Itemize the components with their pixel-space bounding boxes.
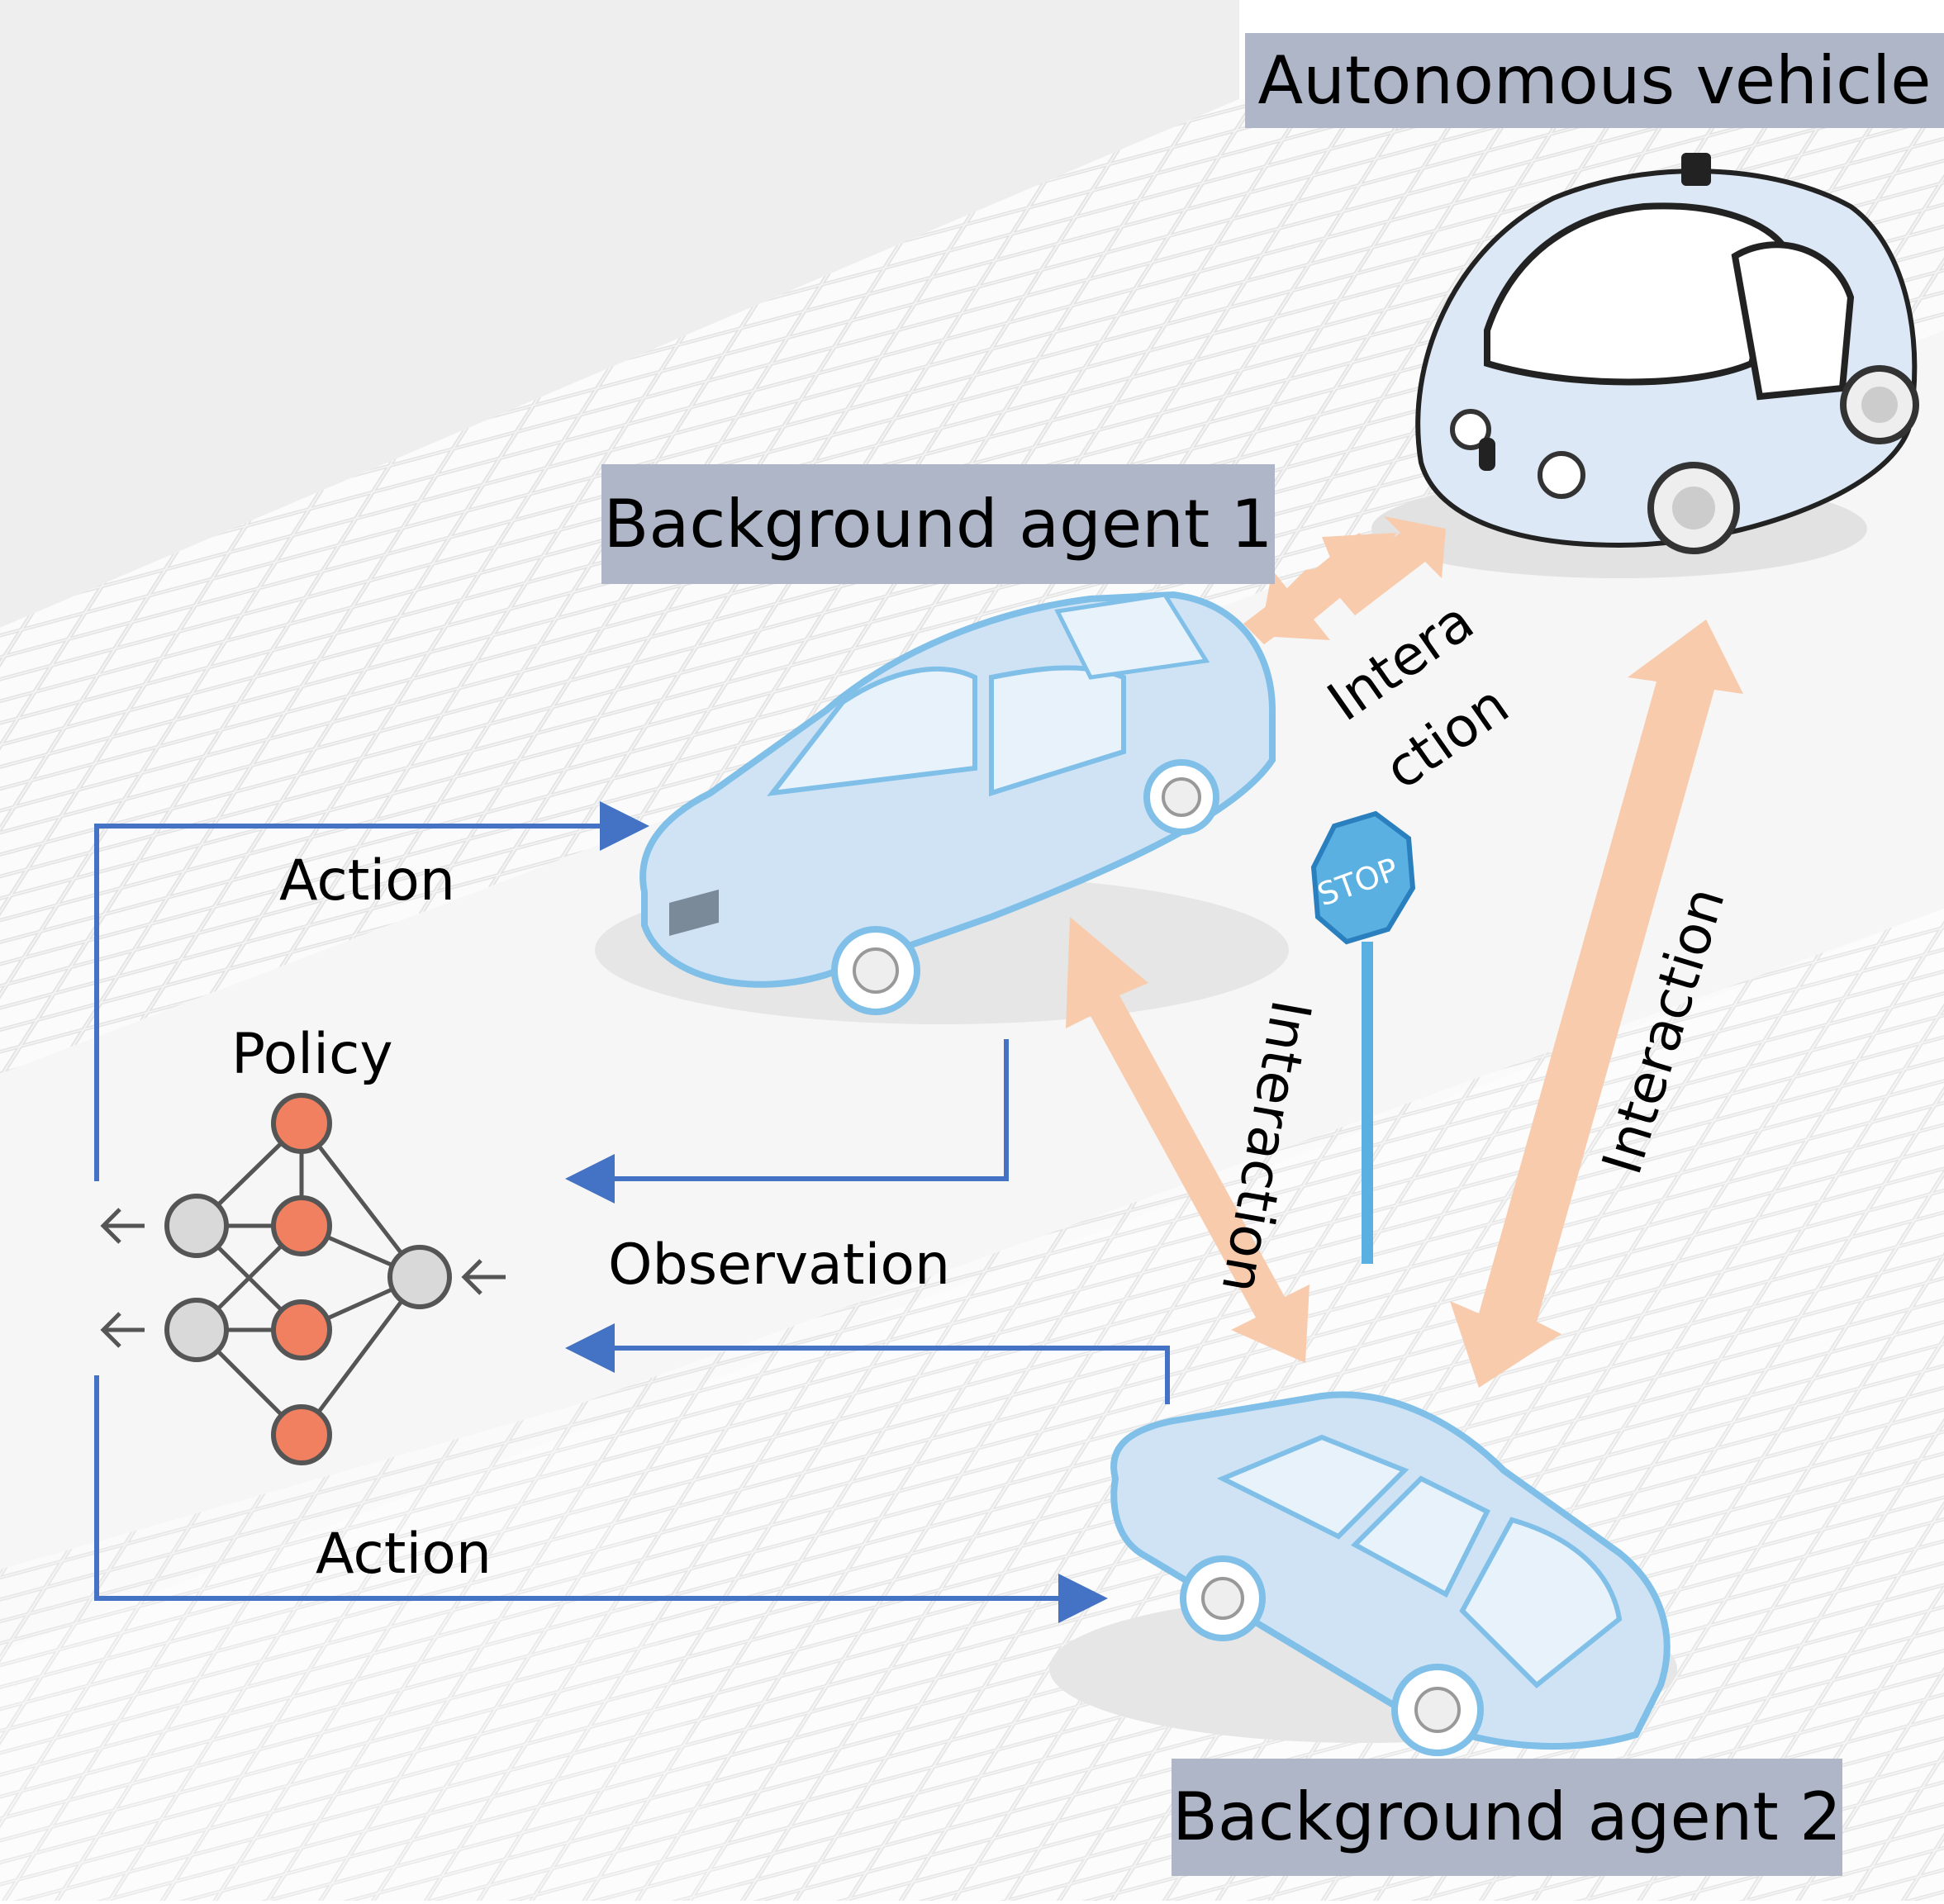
policy-network xyxy=(100,1093,506,1465)
action-label-bottom: Action xyxy=(316,1522,492,1587)
policy-output-arrow-2 xyxy=(100,1312,145,1348)
interaction-arrow-agent1-agent2 xyxy=(1066,917,1309,1363)
background-agent-1-label: Background agent 1 xyxy=(601,464,1275,584)
policy-node-out-1 xyxy=(271,1093,332,1154)
policy-node-left-1 xyxy=(164,1194,229,1258)
flow-arrows xyxy=(94,801,1170,1623)
policy-output-arrow-1 xyxy=(100,1208,145,1244)
policy-node-out-4 xyxy=(271,1404,332,1465)
policy-node-left-2 xyxy=(164,1298,229,1362)
observation-arrow-agent1 xyxy=(565,1039,1009,1204)
background-agent-2-car xyxy=(1049,1391,1677,1756)
stop-sign: STOP xyxy=(1310,810,1416,1264)
observation-label: Observation xyxy=(608,1232,951,1298)
background-agent-2-label: Background agent 2 xyxy=(1172,1759,1842,1876)
policy-node-out-3 xyxy=(271,1299,332,1360)
policy-node-out-2 xyxy=(271,1195,332,1256)
interaction-arrows xyxy=(1066,516,1743,1388)
policy-node-input xyxy=(387,1245,452,1309)
interaction-arrow-av-agent1 xyxy=(1243,516,1446,644)
action-label-top: Action xyxy=(279,848,455,914)
action-arrow-bottom xyxy=(94,1375,1108,1623)
autonomous-vehicle-graphic xyxy=(1371,153,1919,578)
interaction-arrow-av-agent2 xyxy=(1450,620,1743,1388)
observation-arrow-agent2 xyxy=(565,1323,1170,1404)
policy-input-arrow xyxy=(461,1259,506,1295)
autonomous-vehicle-label: Autonomous vehicle xyxy=(1245,33,1944,128)
policy-label: Policy xyxy=(231,1022,393,1087)
action-arrow-top xyxy=(94,801,649,1181)
